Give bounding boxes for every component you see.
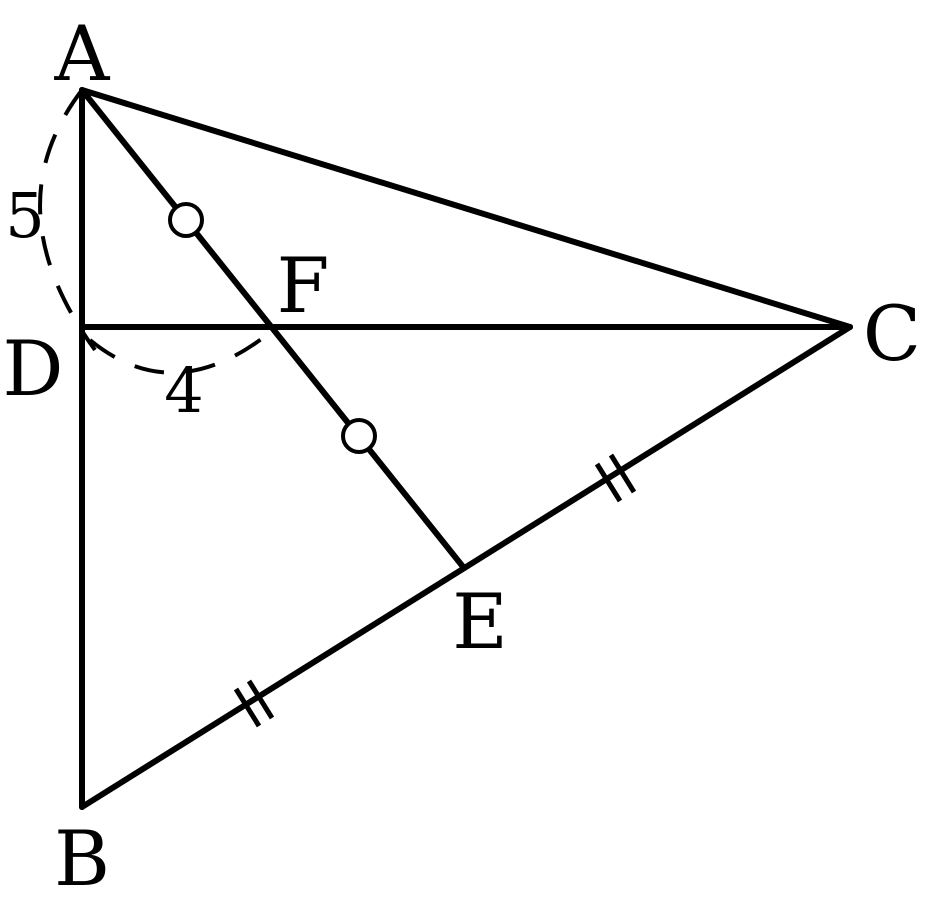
double-tick-ec (594, 453, 637, 503)
measure-ad: 5 (5, 179, 44, 252)
double-tick-be (233, 679, 275, 728)
label-f: F (277, 241, 330, 330)
measure-df: 4 (164, 354, 203, 427)
label-b: B (54, 814, 110, 903)
brace-df (88, 328, 275, 375)
label-a: A (54, 9, 111, 98)
equal-mark-fe (341, 418, 377, 454)
label-d: D (3, 324, 64, 413)
equal-mark-af (168, 202, 204, 238)
segment-ae (79, 87, 467, 571)
label-e: E (452, 577, 507, 666)
brace-ad (38, 88, 97, 352)
label-c: C (863, 289, 921, 378)
segment-ac (79, 87, 853, 330)
